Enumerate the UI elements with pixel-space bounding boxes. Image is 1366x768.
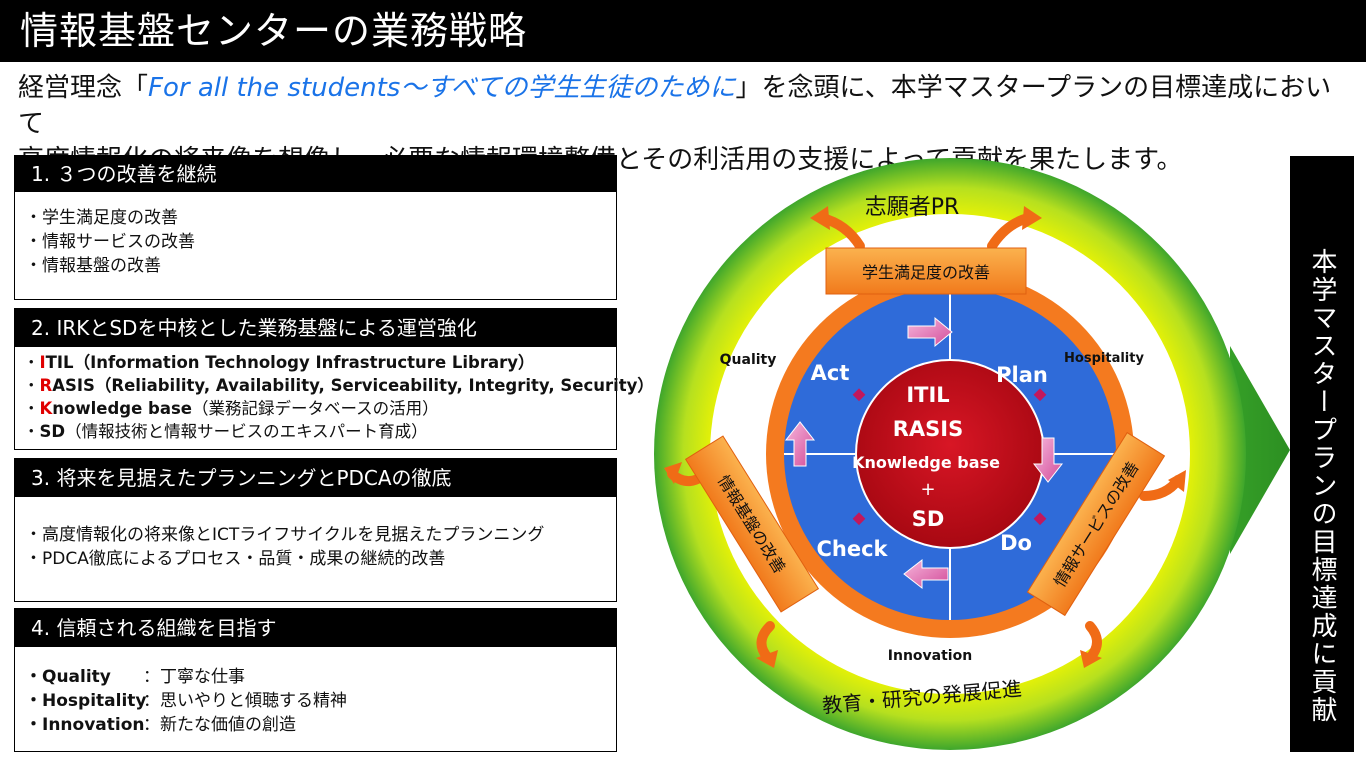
list-item: ・Quality：丁寧な仕事	[25, 667, 245, 687]
arrow-right-icon	[907, 316, 953, 348]
panel-improvements: 1. ３つの改善を継続 ・学生満足度の改善 ・情報サービスの改善 ・情報基盤の改…	[14, 155, 617, 300]
lead-prefix: 経営理念「	[18, 73, 149, 103]
panel-body: ・Quality：丁寧な仕事 ・Hospitality：思いやりと傾聴する精神 …	[15, 647, 616, 745]
list-item: ・情報サービスの改善	[25, 232, 195, 252]
panel-organization: 4. 信頼される組織を目指す ・Quality：丁寧な仕事 ・Hospitali…	[14, 608, 617, 752]
core-plus: +	[920, 479, 935, 500]
pdca-plan: Plan	[996, 363, 1048, 387]
arrow-down-icon	[1032, 437, 1064, 483]
panel-body: ・学生満足度の改善 ・情報サービスの改善 ・情報基盤の改善	[15, 192, 616, 286]
lead-line-1: 経営理念「For all the students〜すべての学生生徒のために」を…	[18, 70, 1348, 142]
banner-student-satisfaction-label: 学生満足度の改善	[862, 263, 990, 282]
banner-service	[1026, 431, 1166, 617]
panel-planning: 3. 将来を見据えたプランニングとPDCAの徹底 ・高度情報化の将来像とICTラ…	[14, 458, 617, 602]
label-innovation: Innovation	[888, 648, 972, 664]
lead-highlight: For all the students〜すべての学生生徒のために	[148, 73, 736, 103]
panel-title: 3. 将来を見据えたプランニングとPDCAの徹底	[15, 459, 616, 497]
arrow-left-icon	[903, 558, 949, 590]
pdca-act: Act	[811, 361, 850, 385]
pdca-do: Do	[1000, 531, 1032, 555]
label-applicant-pr: 志願者PR	[865, 195, 960, 220]
arrow-up-icon	[784, 421, 816, 467]
list-item: ・ITIL（Information Technology Infrastruct…	[23, 353, 535, 372]
core-sd: SD	[912, 507, 945, 531]
list-item: ・PDCA徹底によるプロセス・品質・成果の継続的改善	[25, 549, 446, 569]
label-hospitality: Hospitality	[1064, 351, 1144, 366]
panel-title: 4. 信頼される組織を目指す	[15, 609, 616, 647]
page-title: 情報基盤センターの業務戦略	[20, 9, 528, 53]
banner-infrastructure	[684, 435, 820, 613]
panel-operations: 2. IRKとSDを中核とした業務基盤による運営強化 ・ITIL（Informa…	[14, 308, 654, 451]
pdca-check: Check	[816, 537, 888, 561]
label-quality: Quality	[720, 352, 777, 368]
panel-body: ・ITIL（Information Technology Infrastruct…	[15, 347, 654, 451]
list-item: ・SD（情報技術と情報サービスのエキスパート育成）	[23, 422, 428, 441]
banner-student-satisfaction	[825, 247, 1027, 295]
goal-text: 本学マスタープランの目標達成に貢献	[1307, 248, 1337, 724]
list-item: ・Hospitality：思いやりと傾聴する精神	[25, 691, 347, 711]
core-rasis: RASIS	[893, 417, 964, 441]
panel-title: 1. ３つの改善を継続	[15, 156, 616, 192]
panel-body: ・高度情報化の将来像とICTライフサイクルを見据えたプランニング ・PDCA徹底…	[15, 497, 616, 579]
goal-bar: 本学マスタープランの目標達成に貢献	[1290, 156, 1354, 752]
list-item: ・Innovation：新たな価値の創造	[25, 715, 296, 735]
title-bar: 情報基盤センターの業務戦略	[0, 0, 1366, 62]
lead-suffix: 」を念頭に、本学マスタープランの目標達成において	[18, 73, 1332, 139]
core-knowledge: Knowledge base	[852, 453, 1000, 472]
strategy-diagram: Act Plan Check Do ITIL RASIS Knowledge b…	[654, 158, 1290, 750]
list-item: ・学生満足度の改善	[25, 208, 178, 228]
list-item: ・Knowledge base（業務記録データベースの活用）	[23, 399, 439, 418]
list-item: ・高度情報化の将来像とICTライフサイクルを見据えたプランニング	[25, 525, 545, 545]
core-itil: ITIL	[906, 383, 949, 407]
list-item: ・RASIS（Reliability, Availability, Servic…	[23, 376, 654, 395]
list-item: ・情報基盤の改善	[25, 256, 161, 276]
panel-title: 2. IRKとSDを中核とした業務基盤による運営強化	[15, 309, 616, 347]
